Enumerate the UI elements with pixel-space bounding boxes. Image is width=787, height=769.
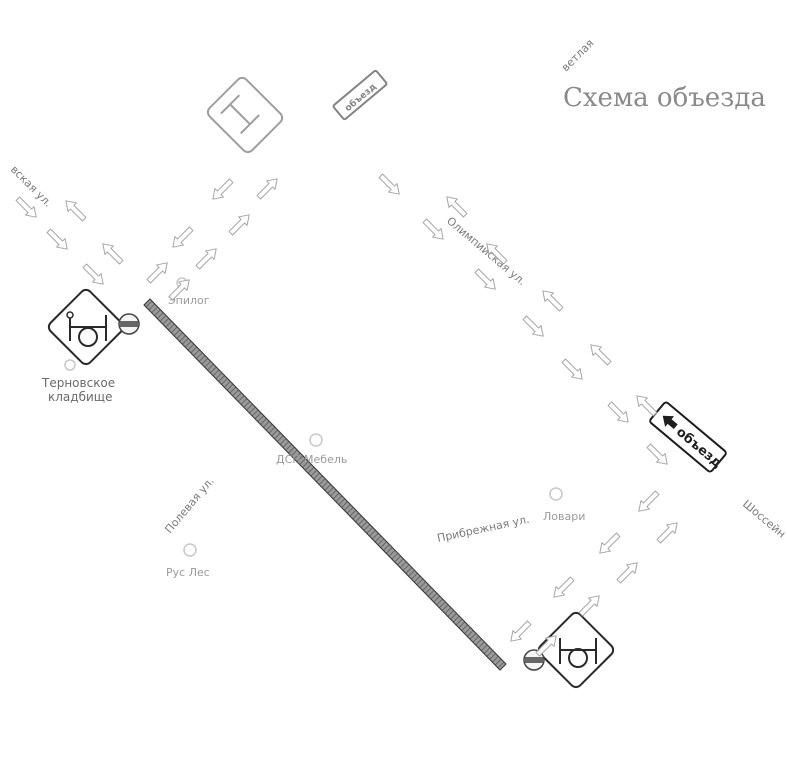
street-label-top-corner: ветлая <box>559 37 597 75</box>
closed-road-segment <box>143 298 507 671</box>
traffic-arrow-icon <box>144 258 172 286</box>
detour-sign-top: объезд <box>332 69 388 121</box>
traffic-arrow-icon <box>538 286 566 314</box>
traffic-arrow-icon <box>98 239 126 267</box>
traffic-arrow-icon <box>420 216 448 244</box>
traffic-arrow-icon <box>632 391 660 419</box>
traffic-arrow-icon <box>654 518 682 546</box>
traffic-arrow-icon <box>605 399 633 427</box>
traffic-arrows <box>13 171 682 659</box>
poi-marker-dsp: ДСП Мебель <box>276 433 347 466</box>
street-label-top-left: вская ул. <box>8 163 55 210</box>
detour-sign-right: объезд <box>649 401 727 473</box>
svg-text:кладбище: кладбище <box>48 390 112 404</box>
traffic-arrow-icon <box>168 224 196 252</box>
traffic-arrow-icon <box>442 192 470 220</box>
traffic-arrow-icon <box>254 174 282 202</box>
street-label-polevaya: Полевая ул. <box>162 475 216 536</box>
traffic-arrow-icon <box>576 591 604 619</box>
traffic-arrow-icon <box>644 441 672 469</box>
road-closed-sign-left <box>47 288 125 366</box>
traffic-arrow-icon <box>549 574 577 602</box>
traffic-arrow-icon <box>226 210 254 238</box>
traffic-arrow-icon <box>80 261 108 289</box>
svg-text:Эпилог: Эпилог <box>168 294 210 307</box>
no-entry-icon <box>118 313 140 335</box>
traffic-arrow-icon <box>376 171 404 199</box>
svg-text:Ловари: Ловари <box>543 510 585 523</box>
detour-arrow-icon <box>662 415 678 430</box>
traffic-arrow-icon <box>520 313 548 341</box>
svg-text:ДСП Мебель: ДСП Мебель <box>276 453 347 466</box>
street-label-shosseynaya: Шоссейн <box>740 497 787 540</box>
traffic-arrow-icon <box>634 488 662 516</box>
traffic-arrow-icon <box>61 196 89 224</box>
traffic-arrow-icon <box>208 176 236 204</box>
street-label-pribrezhnaya: Прибрежная ул. <box>436 513 531 545</box>
traffic-arrow-icon <box>614 558 642 586</box>
poi-marker-ternovskoe: Терновское кладбище <box>41 359 115 404</box>
traffic-arrow-icon <box>586 340 614 368</box>
traffic-arrow-icon <box>193 244 221 272</box>
road-closed-sign-bottom <box>537 611 615 689</box>
svg-text:Рус Лес: Рус Лес <box>166 566 210 579</box>
traffic-arrow-icon <box>595 530 623 558</box>
poi-marker-rus-les: Рус Лес <box>166 543 210 579</box>
poi-marker-lovari: Ловари <box>543 487 585 523</box>
traffic-arrow-icon <box>44 226 72 254</box>
map-title: Схема объезда <box>563 83 766 113</box>
traffic-arrow-icon <box>559 356 587 384</box>
traffic-arrow-icon <box>472 266 500 294</box>
svg-text:Терновское: Терновское <box>41 376 115 390</box>
traffic-arrow-icon <box>506 618 534 646</box>
road-closed-sign-icon <box>206 76 284 154</box>
